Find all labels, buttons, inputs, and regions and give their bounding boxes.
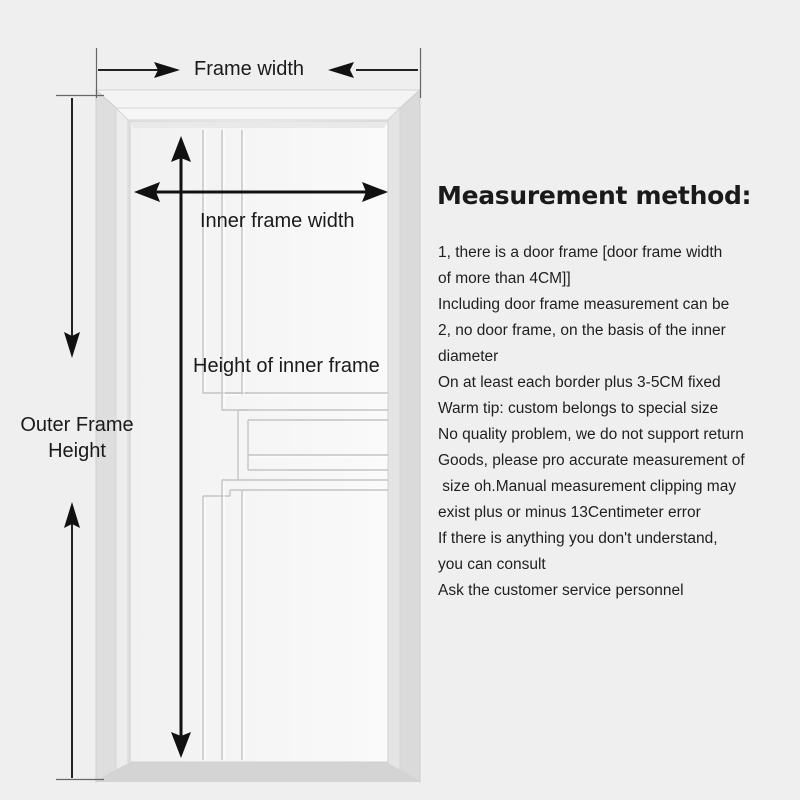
method-line: exist plus or minus 13Centimeter error — [438, 504, 701, 521]
outer-frame-height-label-line1: Outer Frame — [20, 414, 134, 436]
method-line: Goods, please pro accurate measurement o… — [438, 452, 745, 469]
outer-frame-height-label: Outer Frame Height — [12, 412, 142, 464]
door-groove-lines — [202, 130, 388, 760]
method-line: of more than 4CM]] — [438, 270, 571, 287]
method-line: If there is anything you don't understan… — [438, 530, 718, 547]
method-line: 2, no door frame, on the basis of the in… — [438, 322, 726, 339]
method-line: diameter — [438, 348, 499, 365]
door-leaf — [129, 121, 389, 763]
method-line: size oh.Manual measurement clipping may — [438, 478, 737, 495]
inner-frame-height-arrow — [171, 136, 191, 758]
measurement-method-title: Measurement method: — [437, 181, 752, 210]
frame-width-label: Frame width — [194, 58, 305, 80]
method-line: 1, there is a door frame [door frame wid… — [438, 244, 723, 261]
measurement-method-text: 1, there is a door frame [door frame wid… — [438, 240, 793, 604]
method-line: No quality problem, we do not support re… — [438, 426, 744, 443]
outer-frame-height-dimension — [56, 94, 104, 781]
inner-frame-width-arrow — [134, 182, 388, 202]
frame-width-dimension — [95, 48, 422, 98]
method-line: Ask the customer service personnel — [438, 582, 684, 599]
method-line: On at least each border plus 3-5CM fixed — [438, 374, 721, 391]
door-groove-highlights — [204, 130, 388, 760]
method-line: Warm tip: custom belongs to special size — [438, 400, 719, 417]
inner-frame-width-label: Inner frame width — [200, 210, 355, 232]
inner-frame-height-label: Height of inner frame — [193, 355, 380, 377]
outer-frame-height-label-line2: Height — [48, 440, 106, 462]
method-line: Including door frame measurement can be — [438, 296, 730, 313]
method-line: you can consult — [438, 556, 546, 573]
